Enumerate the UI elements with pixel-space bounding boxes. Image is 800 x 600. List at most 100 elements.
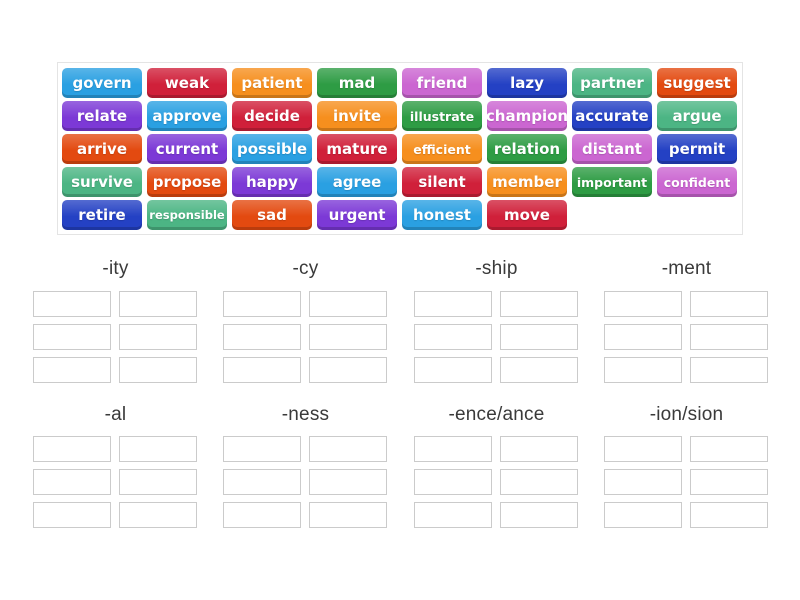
drop-slot[interactable] — [33, 324, 111, 350]
word-tile-arrive[interactable]: arrive — [62, 134, 142, 164]
drop-slot[interactable] — [309, 324, 387, 350]
word-tile-happy[interactable]: happy — [232, 167, 312, 197]
drop-slot[interactable] — [309, 436, 387, 462]
drop-slot[interactable] — [309, 469, 387, 495]
slot-grid — [33, 291, 198, 383]
drop-slot[interactable] — [223, 357, 301, 383]
drop-slot[interactable] — [33, 357, 111, 383]
word-tile-confident[interactable]: confident — [657, 167, 737, 197]
drop-slot[interactable] — [309, 357, 387, 383]
word-tile-member[interactable]: member — [487, 167, 567, 197]
word-tile-propose[interactable]: propose — [147, 167, 227, 197]
word-tile-possible[interactable]: possible — [232, 134, 312, 164]
drop-slot[interactable] — [33, 469, 111, 495]
word-tile-move[interactable]: move — [487, 200, 567, 230]
slot-grid — [33, 436, 198, 528]
group-label: -ence/ance — [448, 404, 545, 425]
drop-slot[interactable] — [414, 291, 492, 317]
drop-slot[interactable] — [414, 436, 492, 462]
drop-slot[interactable] — [223, 502, 301, 528]
word-tile-retire[interactable]: retire — [62, 200, 142, 230]
category-group-top-1: -cy — [223, 255, 388, 383]
drop-slot[interactable] — [500, 436, 578, 462]
drop-slot[interactable] — [604, 357, 682, 383]
word-tile-suggest[interactable]: suggest — [657, 68, 737, 98]
category-group-bottom-1: -ness — [223, 401, 388, 528]
drop-slot[interactable] — [604, 436, 682, 462]
word-tile-current[interactable]: current — [147, 134, 227, 164]
word-tile-honest[interactable]: honest — [402, 200, 482, 230]
drop-slot[interactable] — [690, 324, 768, 350]
drop-slot[interactable] — [119, 291, 197, 317]
group-label: -ship — [475, 258, 518, 279]
category-group-bottom-2: -ence/ance — [414, 401, 579, 528]
drop-slot[interactable] — [690, 357, 768, 383]
category-group-top-2: -ship — [414, 255, 579, 383]
word-tile-important[interactable]: important — [572, 167, 652, 197]
word-tile-govern[interactable]: govern — [62, 68, 142, 98]
drop-slot[interactable] — [223, 324, 301, 350]
word-tile-champion[interactable]: champion — [487, 101, 567, 131]
drop-slot[interactable] — [500, 324, 578, 350]
word-tile-survive[interactable]: survive — [62, 167, 142, 197]
drop-slot[interactable] — [309, 502, 387, 528]
drop-slot[interactable] — [223, 469, 301, 495]
word-tile-urgent[interactable]: urgent — [317, 200, 397, 230]
drop-slot[interactable] — [500, 291, 578, 317]
word-tile-responsible[interactable]: responsible — [147, 200, 227, 230]
word-tile-relation[interactable]: relation — [487, 134, 567, 164]
word-tile-weak[interactable]: weak — [147, 68, 227, 98]
word-tile-patient[interactable]: patient — [232, 68, 312, 98]
word-tile-accurate[interactable]: accurate — [572, 101, 652, 131]
word-tile-sad[interactable]: sad — [232, 200, 312, 230]
word-tile-friend[interactable]: friend — [402, 68, 482, 98]
drop-slot[interactable] — [223, 291, 301, 317]
word-tile-mature[interactable]: mature — [317, 134, 397, 164]
word-tile-efficient[interactable]: efficient — [402, 134, 482, 164]
drop-slot[interactable] — [33, 502, 111, 528]
drop-slot[interactable] — [33, 291, 111, 317]
drop-slot[interactable] — [690, 502, 768, 528]
word-tile-illustrate[interactable]: illustrate — [402, 101, 482, 131]
drop-slot[interactable] — [604, 291, 682, 317]
drop-slot[interactable] — [604, 502, 682, 528]
word-tile-lazy[interactable]: lazy — [487, 68, 567, 98]
drop-slot[interactable] — [414, 324, 492, 350]
word-tile-permit[interactable]: permit — [657, 134, 737, 164]
word-tile-argue[interactable]: argue — [657, 101, 737, 131]
drop-slot[interactable] — [690, 291, 768, 317]
drop-slot[interactable] — [223, 436, 301, 462]
drop-slot[interactable] — [414, 469, 492, 495]
word-tile-mad[interactable]: mad — [317, 68, 397, 98]
drop-slot[interactable] — [500, 357, 578, 383]
word-tile-approve[interactable]: approve — [147, 101, 227, 131]
drop-slot[interactable] — [500, 469, 578, 495]
drop-slot[interactable] — [119, 324, 197, 350]
word-tile-distant[interactable]: distant — [572, 134, 652, 164]
word-tile-decide[interactable]: decide — [232, 101, 312, 131]
drop-slot[interactable] — [690, 469, 768, 495]
word-tile-agree[interactable]: agree — [317, 167, 397, 197]
drop-slot[interactable] — [690, 436, 768, 462]
drop-slot[interactable] — [119, 357, 197, 383]
drop-slot[interactable] — [119, 469, 197, 495]
drop-slot[interactable] — [33, 436, 111, 462]
drop-slot[interactable] — [309, 291, 387, 317]
word-tile-invite[interactable]: invite — [317, 101, 397, 131]
group-label: -ity — [102, 258, 129, 279]
word-tile-silent[interactable]: silent — [402, 167, 482, 197]
word-tile-relate[interactable]: relate — [62, 101, 142, 131]
drop-slot[interactable] — [414, 357, 492, 383]
drop-slot[interactable] — [604, 469, 682, 495]
drop-slot[interactable] — [604, 324, 682, 350]
group-label: -ion/sion — [649, 404, 724, 425]
slot-grid — [604, 291, 769, 383]
word-tile-partner[interactable]: partner — [572, 68, 652, 98]
drop-slot[interactable] — [119, 436, 197, 462]
drop-slot[interactable] — [119, 502, 197, 528]
drop-slot[interactable] — [414, 502, 492, 528]
drop-slot[interactable] — [500, 502, 578, 528]
category-group-top-3: -ment — [604, 255, 769, 383]
category-group-top-0: -ity — [33, 255, 198, 383]
